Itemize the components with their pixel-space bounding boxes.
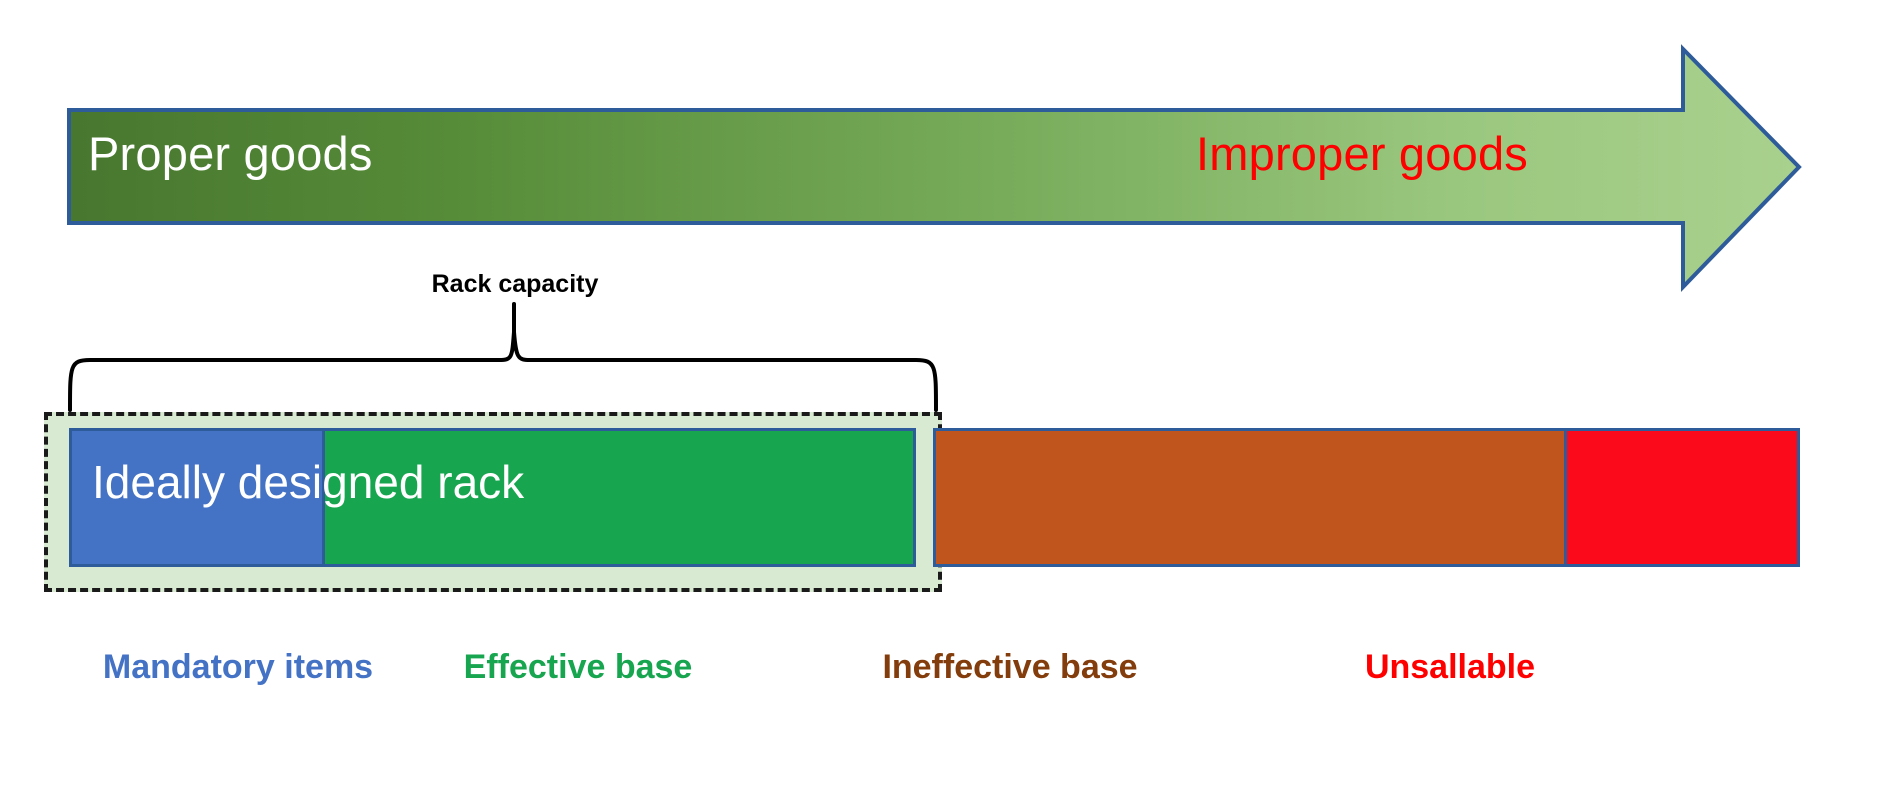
assortment-stacked-bar (69, 428, 1800, 567)
rack-capacity-brace (44, 270, 964, 412)
brace-path (68, 302, 938, 412)
arrow-label-proper-goods: Proper goods (88, 127, 373, 180)
legend-item-unsallable: Unsallable (1364, 648, 1536, 686)
brace-shape (68, 302, 938, 412)
legend-item-ineffective-base: Ineffective base (882, 648, 1138, 686)
bar-segment-unsallable[interactable] (1564, 428, 1800, 567)
arrow-polygon (67, 44, 1802, 292)
arrow-shape (67, 44, 1802, 292)
bar-segment-effective-base[interactable] (322, 428, 916, 567)
bar-segment-mandatory-items[interactable] (69, 428, 326, 567)
arrow-label-improper-goods: Improper goods (1196, 127, 1528, 180)
legend: Mandatory items Effective base Ineffecti… (0, 648, 1884, 708)
proper-to-improper-arrow: Proper goods Improper goods (60, 38, 1808, 298)
rack-capacity-label: Rack capacity (431, 270, 599, 298)
legend-item-effective-base: Effective base (463, 648, 693, 686)
bar-segment-ineffective-base[interactable] (932, 428, 1568, 567)
legend-item-mandatory-items: Mandatory items (102, 648, 374, 686)
